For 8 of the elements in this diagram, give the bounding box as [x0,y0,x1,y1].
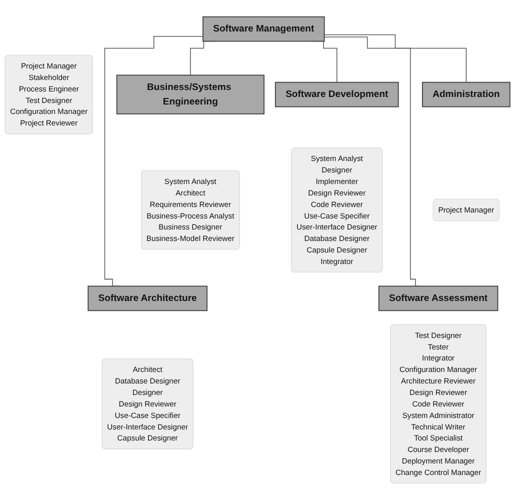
node-box: Software Architecture [88,286,208,312]
node-box: Software Assessment [378,286,498,312]
node-box: Software Management [202,16,325,42]
node-box: Business/Systems Engineering [116,74,264,114]
node-box: Administration [422,82,510,108]
connector [324,34,467,83]
node-box: Software Development [274,82,399,108]
connector [104,36,204,287]
